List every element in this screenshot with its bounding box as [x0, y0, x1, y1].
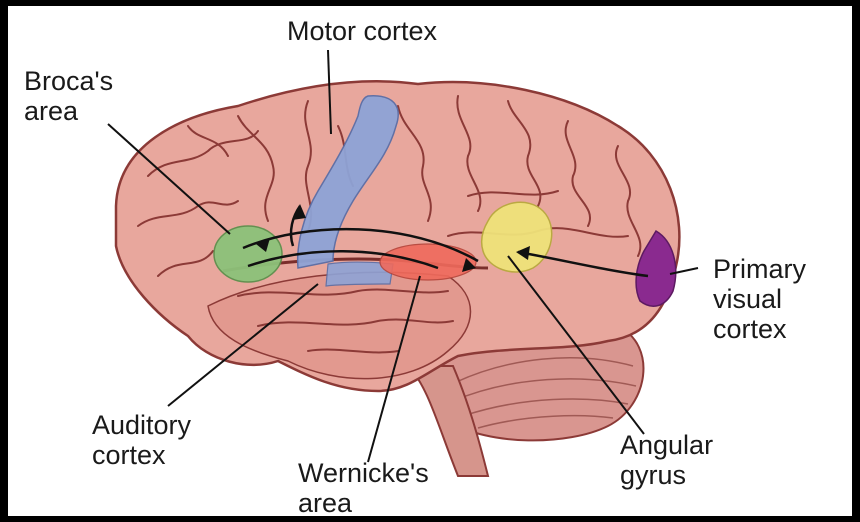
- wernicke-line-1: Wernicke's: [298, 458, 429, 488]
- auditory-line-2: cortex: [92, 440, 191, 470]
- diagram-frame: Motor cortex Broca's area Primary visual…: [8, 6, 852, 516]
- motor-cortex-label: Motor cortex: [287, 16, 437, 46]
- broca-area-region: [214, 226, 282, 282]
- wernicke-area-label: Wernicke's area: [298, 458, 429, 516]
- auditory-cortex-label: Auditory cortex: [92, 410, 191, 470]
- primary-visual-cortex-label: Primary visual cortex: [713, 254, 806, 344]
- angular-gyrus-label: Angular gyrus: [620, 430, 713, 490]
- primary-line-3: cortex: [713, 314, 806, 344]
- broca-line-1: Broca's: [24, 66, 113, 96]
- broca-area-label: Broca's area: [24, 66, 113, 126]
- auditory-line-1: Auditory: [92, 410, 191, 440]
- primary-line-1: Primary: [713, 254, 806, 284]
- primary-line-2: visual: [713, 284, 806, 314]
- broca-line-2: area: [24, 96, 113, 126]
- wernicke-line-2: area: [298, 488, 429, 516]
- motor-cortex-text: Motor cortex: [287, 16, 437, 46]
- angular-line-1: Angular: [620, 430, 713, 460]
- wernicke-area-region: [380, 244, 476, 280]
- angular-line-2: gyrus: [620, 460, 713, 490]
